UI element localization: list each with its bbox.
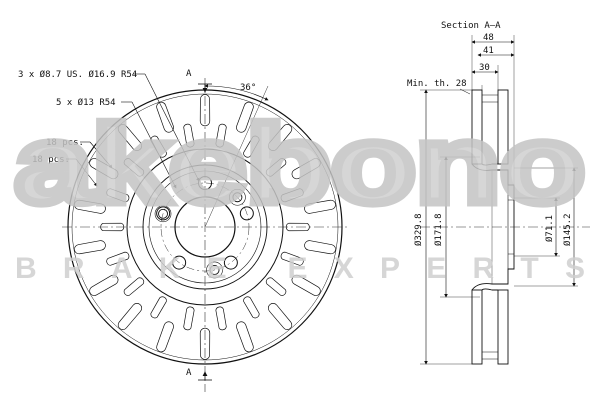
svg-text:18 pcs.: 18 pcs. [46, 138, 84, 148]
width-48-label: 48 [483, 33, 494, 43]
diameter-171-label: Ø171.8 [433, 213, 444, 246]
vent-slot-inner [183, 306, 195, 331]
bolt-hole-large [223, 255, 238, 270]
svg-text:18 pcs.: 18 pcs. [32, 155, 70, 165]
vent-slot-inner [106, 188, 130, 203]
vent-slot-inner [215, 306, 227, 331]
vent-slot-inner [280, 188, 304, 203]
bolt-hole-small [158, 208, 168, 219]
vent-slot-outer [304, 199, 336, 214]
watermark-subtitle: BRAKE EXPERTS [15, 252, 585, 285]
vent-slots [74, 94, 336, 360]
bolt-hole-large [172, 255, 187, 270]
bolt-hole-small [206, 261, 223, 279]
width-41-label: 41 [483, 46, 494, 56]
svg-text:5 x Ø13 R54: 5 x Ø13 R54 [56, 97, 116, 108]
svg-text:A: A [186, 69, 192, 79]
watermark: akebono BRAKE EXPERTS [11, 99, 590, 286]
angle-dimension: 36° [204, 83, 269, 228]
bolt-hole-large [239, 206, 254, 221]
svg-text:3 x Ø8.7 US. Ø16.9 R54: 3 x Ø8.7 US. Ø16.9 R54 [18, 69, 137, 80]
diameter-71-label: Ø71.1 [544, 215, 555, 242]
vent-slot-outer [267, 303, 293, 330]
section-title: Section A–A [441, 21, 501, 31]
vent-slot-outer [156, 101, 174, 133]
bolt-circle [160, 182, 250, 272]
vent-slot-inner [243, 135, 260, 158]
bolt-hole-small [209, 265, 220, 275]
center-bore [174, 196, 236, 258]
diameter-145-label: Ø145.2 [562, 213, 573, 246]
svg-text:A: A [186, 368, 192, 378]
bolt-hole-large [198, 176, 212, 190]
vent-slot-inner [280, 251, 304, 266]
vent-slot-outer [267, 124, 293, 151]
vent-slot-inner [243, 296, 260, 319]
diameter-dimensions [420, 89, 578, 365]
bolt-hole-large [156, 206, 171, 221]
vent-slot-outer [74, 199, 106, 214]
callout-vents-outer: 18 pcs. [46, 138, 113, 169]
section-marker-top: A [186, 69, 212, 93]
section-view: Section A–A [407, 21, 590, 365]
vent-slot-outer [89, 274, 119, 296]
vent-slot-outer [291, 274, 321, 296]
width-dimensions [471, 35, 515, 185]
vent-slot-outer [304, 240, 336, 255]
svg-text:36°: 36° [240, 83, 256, 93]
vent-slot-inner [123, 277, 145, 296]
vent-slot-outer [117, 303, 143, 330]
vent-slot-outer [291, 158, 321, 180]
rotor-section-profile [471, 89, 515, 365]
vent-slot-inner [150, 296, 167, 319]
callout-vents-inner: 18 pcs. [32, 155, 98, 187]
vent-slot-outer [117, 124, 143, 151]
vent-slot-inner [123, 158, 145, 177]
vent-slot-outer [74, 240, 106, 255]
vent-slot-inner [265, 277, 287, 296]
vent-slot-inner [183, 123, 195, 148]
vent-slot-inner [106, 251, 130, 266]
bolt-hole-small [232, 192, 243, 203]
vent-slot-outer [89, 158, 119, 180]
vent-slot-outer [199, 327, 211, 360]
callout-holes-small: 3 x Ø8.7 US. Ø16.9 R54 [18, 69, 200, 182]
bolt-hole-small [229, 188, 246, 206]
min-thickness-label: Min. th. 28 [407, 79, 467, 89]
diameter-329-label: Ø329.8 [413, 213, 424, 246]
width-30-label: 30 [479, 63, 490, 73]
vent-slot-inner [100, 222, 125, 232]
vent-slot-inner [215, 123, 227, 148]
vent-slot-outer [236, 321, 254, 353]
callout-holes-large: 5 x Ø13 R54 [56, 97, 177, 189]
vent-slot-outer [236, 101, 254, 133]
vent-slot-inner [265, 158, 287, 177]
front-view: A A 36° 3 x Ø8.7 US. Ø16.9 R54 5 x Ø13 R… [18, 69, 350, 392]
friction-ring-inner-edge [126, 148, 284, 306]
bolt-holes [154, 176, 254, 279]
section-marker-bottom: A [186, 368, 212, 381]
watermark-brand: akebono [15, 103, 585, 226]
vent-slot-inner [285, 222, 310, 232]
hat-outer-edge [142, 164, 268, 290]
bolt-hole-small [154, 205, 172, 223]
vent-slot-outer [156, 321, 174, 353]
